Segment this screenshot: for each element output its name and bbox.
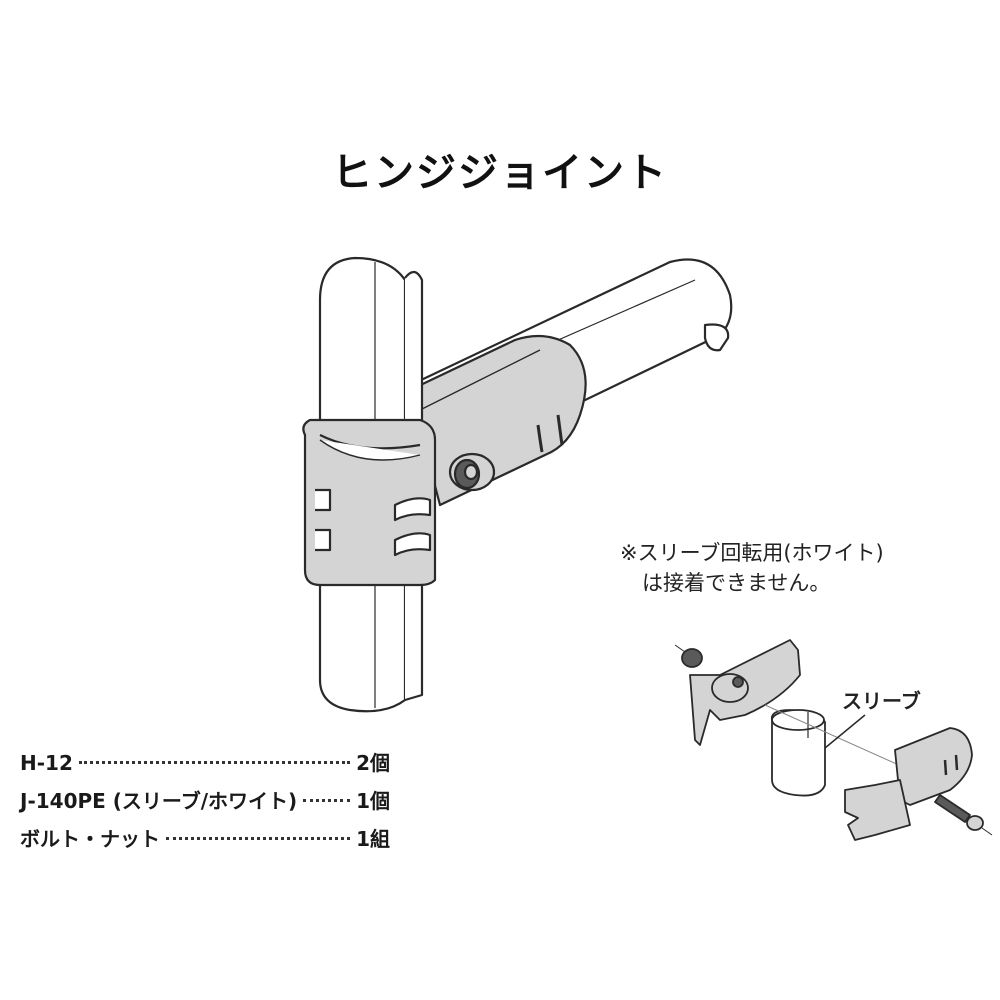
parts-list: H-12 2個 J-140PE (スリーブ/ホワイト) 1個 ボルト・ナット 1…: [20, 744, 390, 858]
hinge-joint-illustration: [302, 256, 733, 713]
part-name: J-140PE (スリーブ/ホワイト): [20, 789, 298, 813]
leader-dots: [166, 837, 351, 840]
part-name: H-12: [20, 751, 73, 775]
part-name: ボルト・ナット: [20, 827, 160, 851]
exploded-sleeve-illustration: [674, 639, 993, 841]
note-line-2: は接着できません。: [642, 571, 831, 595]
part-quantity: 2個: [356, 751, 390, 775]
leader-dots: [303, 799, 351, 802]
sleeve-callout-label: スリーブ: [842, 689, 921, 713]
part-quantity: 1個: [356, 789, 390, 813]
part-quantity: 1組: [356, 827, 390, 851]
parts-list-item: H-12 2個: [20, 744, 390, 782]
note-line-1: ※スリーブ回転用(ホワイト): [620, 541, 884, 565]
leader-dots: [78, 761, 351, 764]
page-title: ヒンジジョイント: [332, 150, 668, 196]
sleeve-note: ※スリーブ回転用(ホワイト) は接着できません。: [620, 538, 884, 598]
parts-list-item: J-140PE (スリーブ/ホワイト) 1個: [20, 782, 390, 820]
parts-list-item: ボルト・ナット 1組: [20, 820, 390, 858]
